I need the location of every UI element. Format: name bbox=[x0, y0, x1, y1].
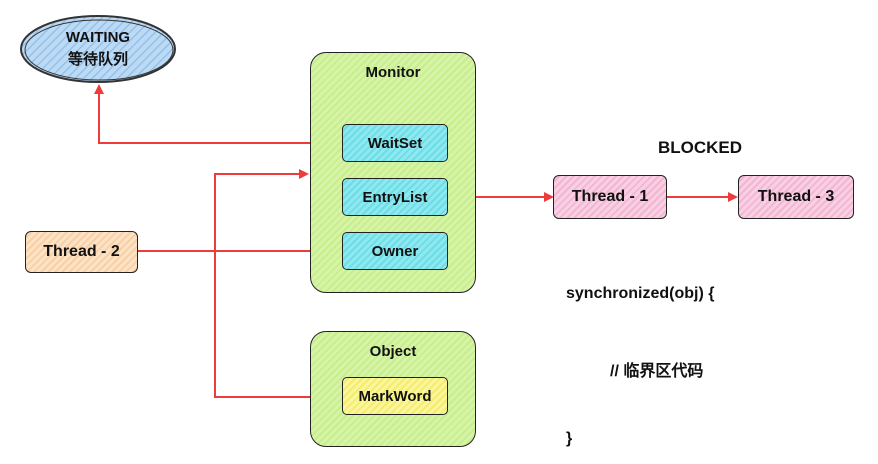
markword-to-monitor-arrow bbox=[214, 169, 342, 398]
thread-1-box bbox=[553, 175, 667, 219]
code-line-3: } bbox=[566, 430, 573, 447]
code-line-1: synchronized(obj) { bbox=[566, 285, 715, 302]
code-line-2: // 临界区代码 bbox=[610, 363, 704, 380]
object-title: Object bbox=[369, 342, 417, 360]
owner-box bbox=[342, 232, 448, 270]
thread-3-label: Thread - 3 bbox=[757, 188, 835, 205]
waiting-queue-node bbox=[20, 15, 176, 83]
thread-2-label: Thread - 2 bbox=[43, 243, 120, 260]
thread-1-label: Thread - 1 bbox=[571, 188, 649, 205]
owner-label: Owner bbox=[371, 242, 419, 260]
blocked-label: BLOCKED bbox=[657, 138, 743, 157]
waitset-to-waiting-arrow bbox=[94, 84, 342, 144]
waiting-title: WAITING bbox=[65, 28, 131, 46]
entrylist-box bbox=[342, 178, 448, 216]
waitset-box bbox=[342, 124, 448, 162]
markword-box bbox=[342, 377, 448, 415]
waiting-subtitle: 等待队列 bbox=[67, 50, 128, 68]
thread-2-box bbox=[25, 231, 138, 273]
entrylist-label: EntryList bbox=[362, 188, 428, 206]
markword-label: MarkWord bbox=[358, 387, 432, 405]
waitset-label: WaitSet bbox=[367, 134, 423, 152]
monitor-title: Monitor bbox=[365, 63, 421, 81]
thread-3-box bbox=[738, 175, 854, 219]
